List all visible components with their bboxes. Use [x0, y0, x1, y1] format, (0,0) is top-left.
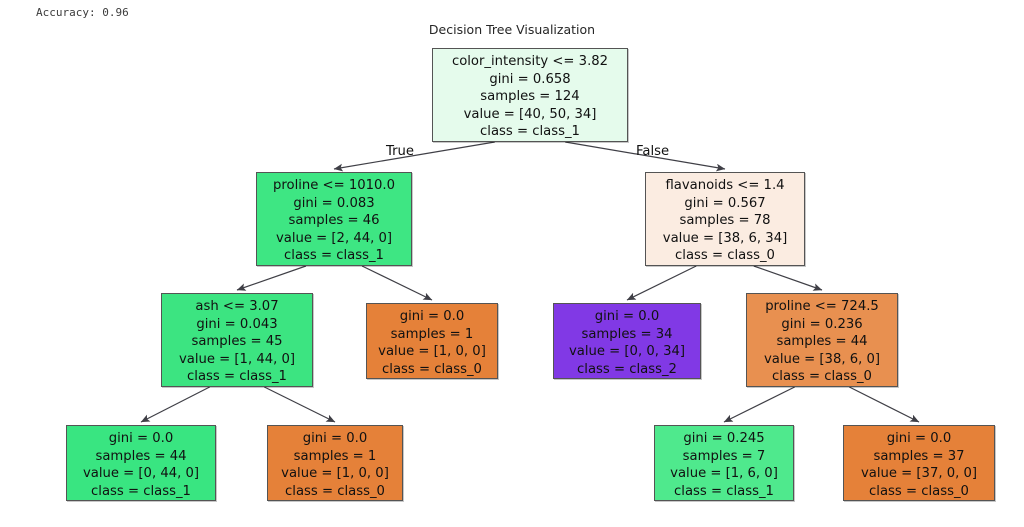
- node-samples: samples = 46: [288, 213, 380, 229]
- node-class: class = class_1: [187, 369, 287, 385]
- node-class: class = class_0: [869, 483, 969, 499]
- node-samples: samples = 78: [679, 213, 771, 229]
- page-title: Decision Tree Visualization: [428, 22, 596, 37]
- node-value: value = [40, 50, 34]: [463, 106, 597, 122]
- edge-n3-n7: [140, 386, 210, 423]
- branch-label-true: True: [386, 144, 415, 159]
- edge-n1-n3: [236, 265, 307, 291]
- node-value: value = [2, 44, 0]: [275, 230, 393, 246]
- edge-n1-n4: [361, 265, 433, 301]
- tree-node-n5: gini = 0.0 samples = 34 value = [0, 0, 34]…: [553, 303, 701, 379]
- node-samples: samples = 1: [293, 448, 377, 464]
- node-samples: samples = 44: [776, 334, 868, 350]
- edge-n3-n8: [264, 386, 336, 423]
- node-gini: gini = 0.0: [886, 431, 952, 446]
- tree-node-n7: gini = 0.0 samples = 44 value = [0, 44, 0]…: [66, 425, 216, 501]
- node-gini: gini = 0.0: [108, 431, 174, 446]
- accuracy-label: Accuracy: 0.96: [36, 6, 129, 19]
- node-gini: gini = 0.0: [594, 309, 660, 324]
- edge-n6-n9: [723, 386, 795, 423]
- tree-node-n4: gini = 0.0 samples = 1 value = [1, 0, 0]cl…: [366, 303, 498, 379]
- tree-node-n6: proline <= 724.5 gini = 0.236 samples = 44…: [746, 293, 898, 387]
- node-samples: samples = 34: [581, 326, 673, 342]
- node-value: value = [0, 0, 34]: [568, 344, 686, 360]
- node-gini: gini = 0.658: [489, 71, 571, 87]
- node-gini: gini = 0.567: [684, 195, 766, 211]
- node-condition: ash <= 3.07: [195, 299, 279, 314]
- tree-node-n8: gini = 0.0 samples = 1 value = [1, 0, 0]cl…: [267, 425, 403, 501]
- node-samples: samples = 124: [480, 89, 580, 105]
- node-class: class = class_0: [285, 483, 385, 499]
- node-value: value = [38, 6, 34]: [662, 230, 788, 246]
- node-value: value = [38, 6, 0]: [763, 351, 881, 367]
- node-class: class = class_0: [675, 248, 775, 264]
- node-class: class = class_1: [480, 124, 580, 140]
- node-samples: samples = 45: [191, 334, 283, 350]
- node-samples: samples = 7: [682, 448, 766, 464]
- node-value: value = [1, 6, 0]: [670, 466, 778, 482]
- node-class: class = class_0: [772, 369, 872, 385]
- node-gini: gini = 0.0: [399, 309, 465, 324]
- tree-node-n10: gini = 0.0 samples = 37 value = [37, 0, 0]…: [843, 425, 995, 501]
- node-value: value = [1, 44, 0]: [178, 351, 296, 367]
- node-value: value = [1, 0, 0]: [378, 344, 486, 360]
- tree-node-n1: proline <= 1010.0 gini = 0.083 samples = 4…: [256, 172, 412, 266]
- tree-node-n0: color_intensity <= 3.82 gini = 0.658 sampl…: [432, 48, 628, 142]
- branch-label-false: False: [636, 144, 670, 159]
- node-value: value = [0, 44, 0]: [82, 466, 200, 482]
- tree-node-n2: flavanoids <= 1.4 gini = 0.567 samples = 7…: [645, 172, 805, 266]
- edge-n6-n10: [849, 386, 920, 423]
- node-gini: gini = 0.043: [196, 316, 278, 332]
- node-class: class = class_1: [284, 248, 384, 264]
- node-class: class = class_1: [674, 483, 774, 499]
- edge-n2-n5: [626, 265, 697, 301]
- node-class: class = class_1: [91, 483, 191, 499]
- node-class: class = class_0: [382, 361, 482, 377]
- node-gini: gini = 0.083: [293, 195, 375, 211]
- node-samples: samples = 44: [95, 448, 187, 464]
- node-class: class = class_2: [577, 361, 677, 377]
- node-gini: gini = 0.236: [781, 316, 863, 332]
- node-condition: flavanoids <= 1.4: [665, 178, 785, 193]
- node-samples: samples = 37: [873, 448, 965, 464]
- node-value: value = [37, 0, 0]: [860, 466, 978, 482]
- node-samples: samples = 1: [390, 326, 474, 342]
- node-condition: proline <= 724.5: [765, 299, 879, 314]
- edge-n2-n6: [753, 265, 823, 291]
- node-value: value = [1, 0, 0]: [281, 466, 389, 482]
- tree-node-n9: gini = 0.245 samples = 7 value = [1, 6, 0]…: [654, 425, 794, 501]
- node-gini: gini = 0.0: [302, 431, 368, 446]
- node-condition: color_intensity <= 3.82: [451, 54, 609, 69]
- edge-n0-n1: [333, 141, 495, 172]
- node-gini: gini = 0.245: [683, 431, 765, 446]
- node-condition: proline <= 1010.0: [273, 178, 395, 193]
